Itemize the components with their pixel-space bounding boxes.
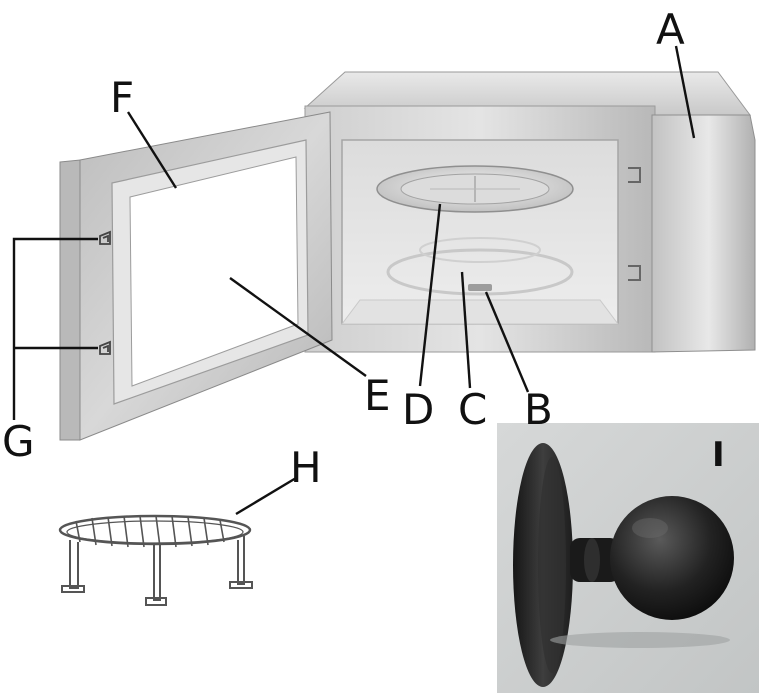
roller-ring bbox=[386, 237, 574, 296]
leader-d bbox=[418, 203, 442, 387]
glass-turntable bbox=[376, 165, 574, 213]
label-b: B bbox=[524, 385, 553, 434]
door-window bbox=[129, 156, 299, 387]
label-f: F bbox=[110, 73, 134, 122]
door-edge bbox=[59, 159, 81, 441]
suction-cup-photo bbox=[497, 423, 759, 693]
leader-f bbox=[126, 111, 178, 189]
door-hook-lower bbox=[99, 340, 111, 355]
control-panel bbox=[651, 114, 756, 353]
microwave-body bbox=[303, 71, 756, 353]
label-a: A bbox=[656, 5, 685, 54]
label-g: G bbox=[2, 417, 35, 466]
latch-slot-lower bbox=[628, 265, 641, 281]
leader-h bbox=[235, 476, 297, 516]
label-c: C bbox=[458, 385, 487, 434]
grill-rack bbox=[58, 514, 253, 606]
roller-ring-inner bbox=[419, 237, 541, 263]
cavity-floor bbox=[341, 299, 619, 325]
label-h: H bbox=[290, 443, 322, 492]
label-i: I bbox=[712, 435, 725, 475]
part-labels: A F E D C B G H I bbox=[2, 5, 725, 492]
rack-ring bbox=[58, 514, 252, 546]
rack-bars bbox=[75, 515, 225, 548]
roller-ring-ellipse bbox=[386, 248, 574, 296]
door-hook-upper bbox=[99, 230, 111, 245]
label-e: E bbox=[364, 371, 391, 420]
leader-g bbox=[12, 237, 98, 420]
label-d: D bbox=[402, 385, 434, 434]
leader-b bbox=[484, 291, 530, 393]
leader-c bbox=[460, 271, 472, 389]
leader-lines bbox=[12, 45, 696, 516]
leader-e bbox=[229, 277, 367, 377]
leader-a bbox=[674, 45, 696, 139]
oven-door bbox=[59, 111, 333, 441]
coupler bbox=[468, 284, 492, 291]
rack-legs bbox=[61, 536, 253, 606]
suction-cup-knob bbox=[610, 496, 734, 620]
latch-slot-upper bbox=[628, 167, 641, 183]
